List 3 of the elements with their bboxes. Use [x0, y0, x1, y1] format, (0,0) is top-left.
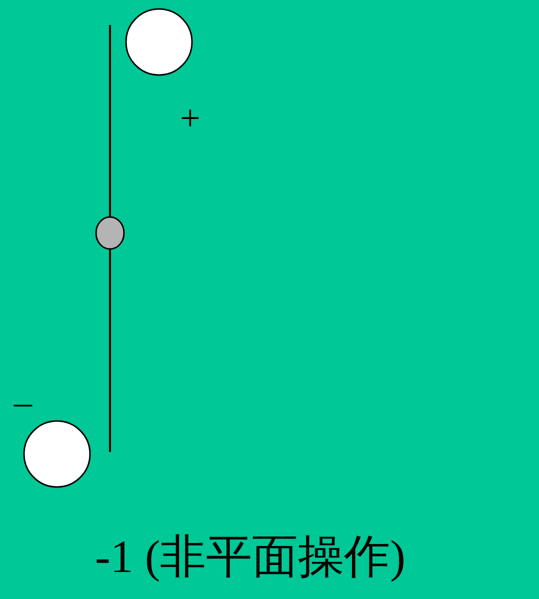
sign-label: + — [180, 100, 200, 136]
caption: -1 (非平面操作) — [95, 534, 406, 580]
sign-label: – — [14, 384, 32, 420]
